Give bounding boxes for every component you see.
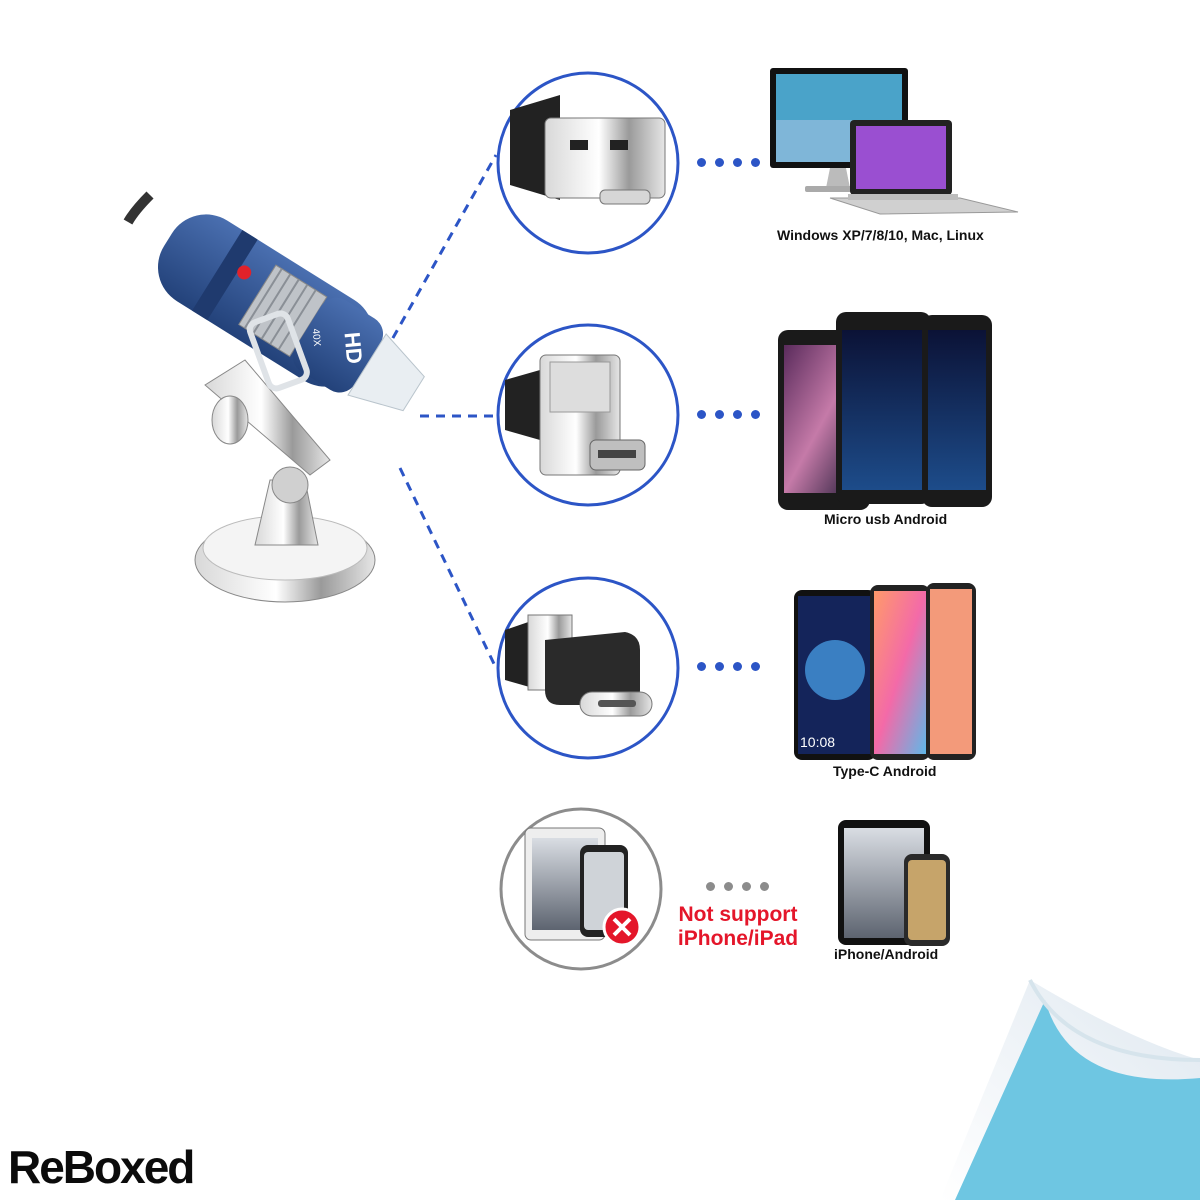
dots-not-support <box>706 882 769 891</box>
micro-usb-adapter-icon <box>496 323 680 507</box>
dots-micro-usb <box>697 410 760 419</box>
label-windows-mac-linux: Windows XP/7/8/10, Mac, Linux <box>777 227 984 243</box>
android-phones-icon <box>778 312 992 510</box>
microscope-hd-badge: HD <box>339 331 368 365</box>
iphone-ipad-crossed-icon <box>499 807 663 971</box>
warning-line-1: Not support <box>678 903 798 926</box>
page-curl-corner <box>940 979 1200 1200</box>
dots-usb <box>697 158 760 167</box>
reboxed-logo: ReBoxed <box>8 1141 195 1193</box>
type-c-adapter-icon <box>496 576 680 760</box>
usb-a-connector-icon <box>496 71 680 255</box>
label-micro-usb-android: Micro usb Android <box>824 511 948 527</box>
iphone-ipad-icon <box>838 820 950 946</box>
microscope-body <box>157 214 425 412</box>
label-type-c-android: Type-C Android <box>833 763 937 779</box>
microscope-illustration <box>123 191 425 603</box>
connection-line-bottom <box>398 467 498 669</box>
not-support-warning: Not support iPhone/iPad <box>662 903 814 951</box>
phone-clock: 10:08 <box>800 734 836 750</box>
microscope-zoom-text: 40X <box>309 328 323 347</box>
connection-line-top <box>383 154 498 353</box>
desktop-laptop-icon <box>770 68 1019 215</box>
label-iphone-android: iPhone/Android <box>834 946 939 962</box>
dots-type-c <box>697 662 760 671</box>
connection-lines <box>383 154 498 669</box>
warning-line-2: iPhone/iPad <box>677 927 799 950</box>
type-c-phones-icon <box>794 583 976 760</box>
